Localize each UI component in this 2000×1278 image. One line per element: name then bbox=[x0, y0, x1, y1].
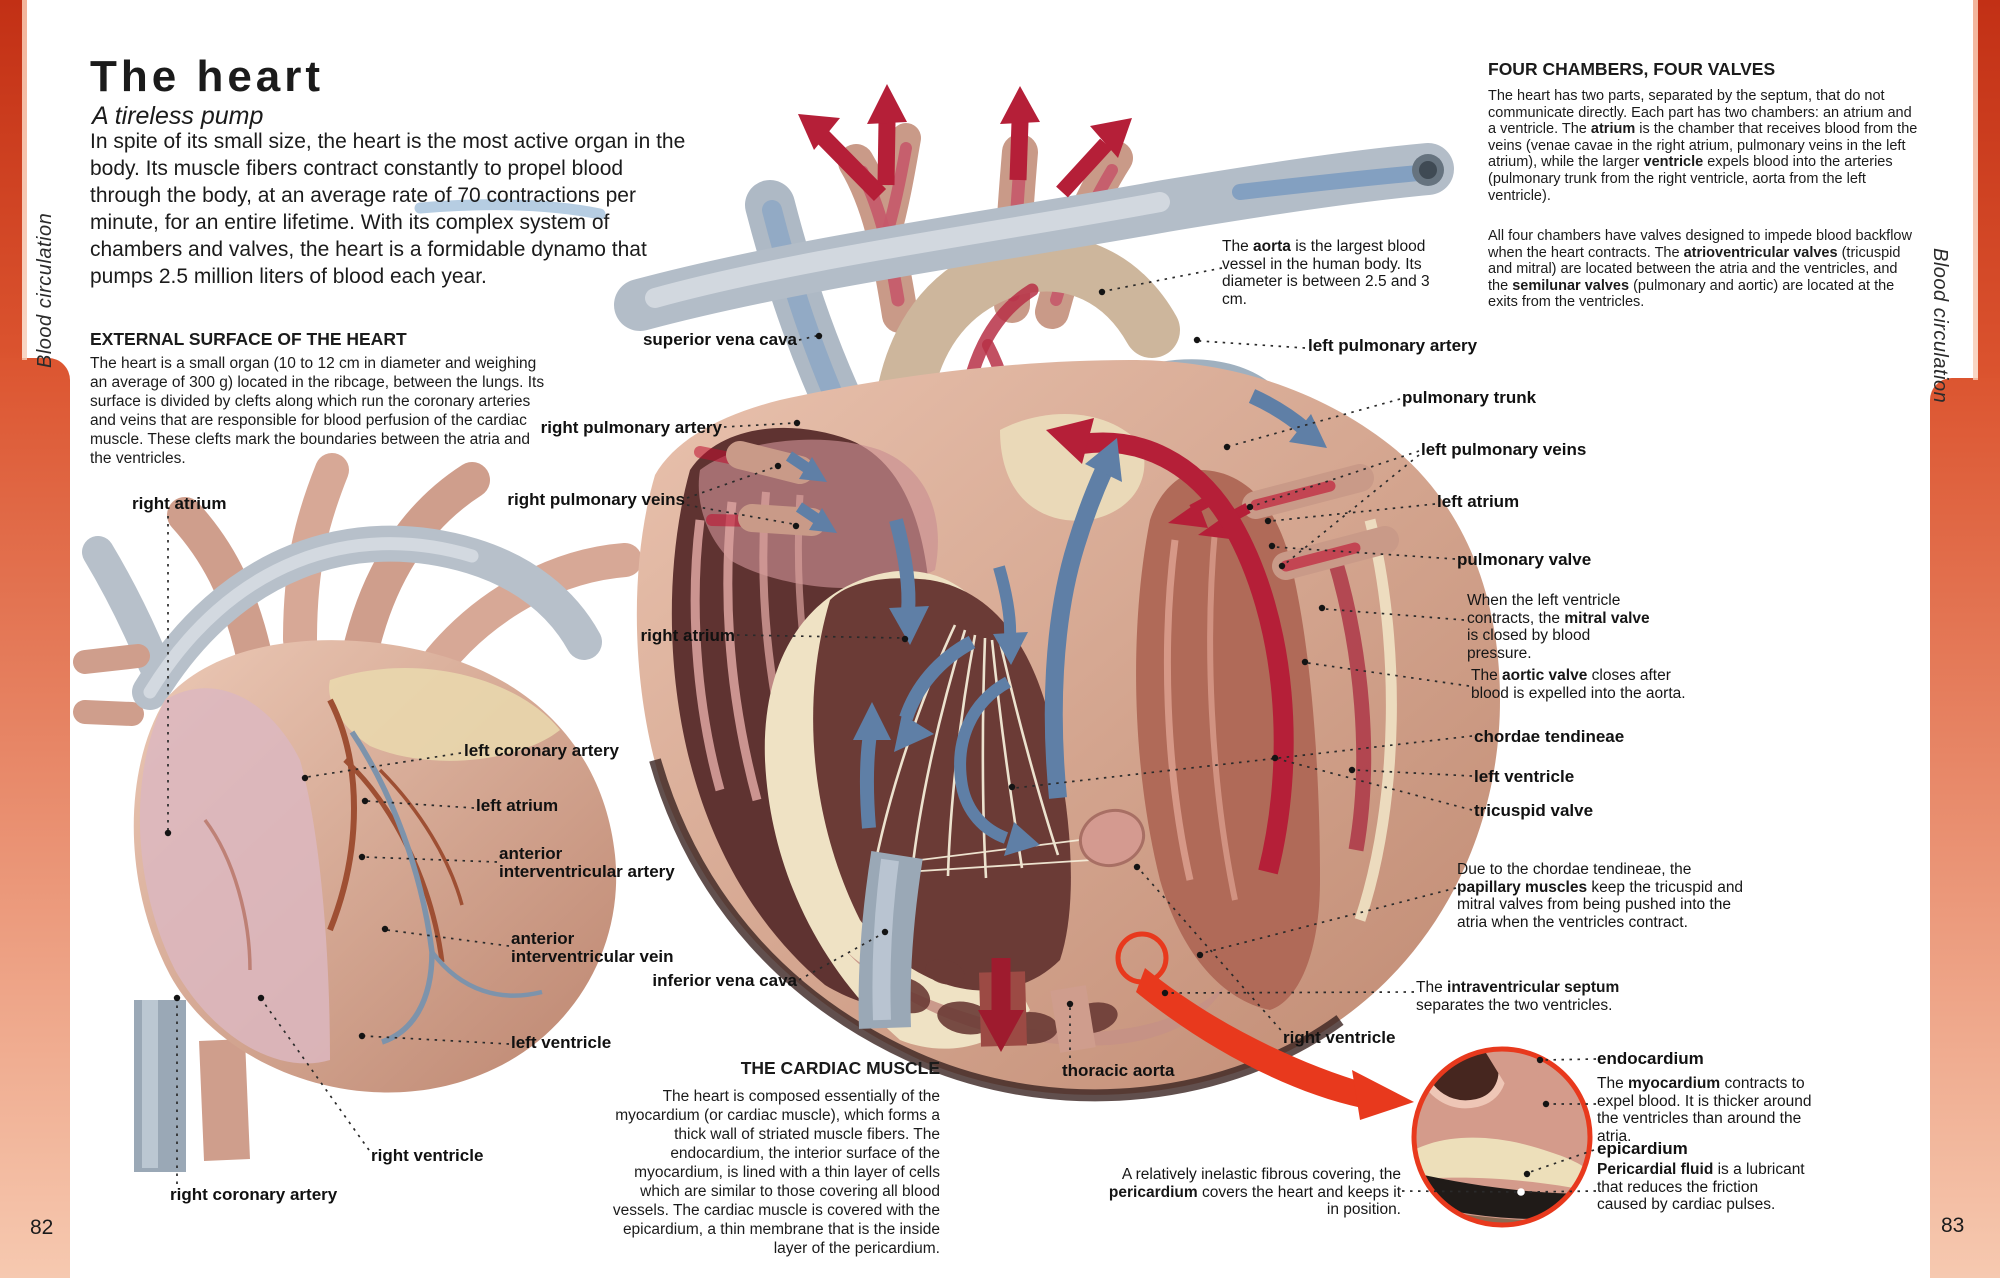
leader-lines bbox=[167, 267, 1597, 1193]
label-pulmonary-trunk: pulmonary trunk bbox=[1402, 388, 1537, 407]
label-thoracic-aorta: thoracic aorta bbox=[1062, 1061, 1175, 1080]
label-left-coronary-artery: left coronary artery bbox=[464, 741, 619, 760]
section-body-four-chambers-1: The heart has two parts, separated by th… bbox=[1488, 88, 1918, 204]
label-right-pulmonary-artery: right pulmonary artery bbox=[540, 418, 722, 437]
section-body-external-surface: The heart is a small organ (10 to 12 cm … bbox=[90, 355, 545, 467]
left-heart-illustration bbox=[73, 453, 642, 1172]
label-left-pulmonary-veins: left pulmonary veins bbox=[1421, 440, 1587, 459]
page-number-right: 83 bbox=[1941, 1214, 1965, 1237]
label-left-ventricle: left ventricle bbox=[1474, 767, 1575, 786]
callout-aortic-valve: The aortic valve closes after blood is e… bbox=[1471, 667, 1686, 702]
blood-flow-arrows-blue bbox=[785, 389, 1327, 856]
right-edge-band bbox=[1978, 0, 2000, 392]
page-subtitle: A tireless pump bbox=[92, 102, 264, 130]
label-right-coronary-artery: right coronary artery bbox=[170, 1185, 338, 1204]
leader-dots bbox=[164, 288, 1550, 1196]
callout-myocardium: The myocardium contracts to expel blood.… bbox=[1597, 1075, 1812, 1145]
left-edge-band-wide bbox=[0, 358, 70, 1278]
left-edge-highlight bbox=[22, 0, 27, 360]
label-chordae-tendineae: chordae tendineae bbox=[1474, 727, 1625, 746]
label-epicardium: epicardium bbox=[1597, 1139, 1688, 1158]
label-endocardium: endocardium bbox=[1597, 1049, 1704, 1068]
label-right-atrium-external: right atrium bbox=[132, 494, 227, 513]
label-superior-vena-cava: superior vena cava bbox=[642, 330, 797, 349]
right-edge-highlight bbox=[1973, 0, 1978, 380]
right-edge-band-wide bbox=[1930, 378, 2000, 1278]
blood-flow-arrows-red bbox=[798, 84, 1294, 1052]
callout-intraventricular-septum: The intraventricular septum separates th… bbox=[1416, 979, 1620, 1014]
callout-pericardium: A relatively inelastic fibrous covering,… bbox=[1108, 1166, 1401, 1219]
intro-paragraph: In spite of its small size, the heart is… bbox=[90, 130, 686, 288]
section-body-four-chambers-2: All four chambers have valves designed t… bbox=[1488, 228, 1912, 311]
label-left-ventricle-external: left ventricle bbox=[511, 1033, 612, 1052]
chapter-tab-right: Blood circulation bbox=[1929, 248, 1951, 404]
callout-pericardial-fluid: Pericardial fluid is a lubricant that re… bbox=[1597, 1161, 1805, 1214]
label-right-pulmonary-veins: right pulmonary veins bbox=[507, 490, 685, 509]
section-body-cardiac-muscle: The heart is composed essentially of the… bbox=[612, 1088, 940, 1257]
label-pulmonary-valve: pulmonary valve bbox=[1457, 550, 1592, 569]
label-right-ventricle-external: right ventricle bbox=[371, 1146, 484, 1165]
label-anterior-interventricular-vein: anterior interventricular vein bbox=[511, 929, 674, 966]
label-left-atrium: left atrium bbox=[1437, 492, 1520, 511]
section-heading-cardiac-muscle: THE CARDIAC MUSCLE bbox=[740, 1058, 940, 1078]
label-left-pulmonary-artery: left pulmonary artery bbox=[1308, 336, 1478, 355]
page-number-left: 82 bbox=[30, 1216, 54, 1239]
label-inferior-vena-cava: inferior vena cava bbox=[652, 971, 797, 990]
label-anterior-interventricular-artery: anterior interventricular artery bbox=[499, 844, 675, 881]
page-title: The heart bbox=[90, 52, 325, 101]
label-left-atrium-external: left atrium bbox=[476, 796, 559, 815]
callout-papillary-muscles: Due to the chordae tendineae, the papill… bbox=[1457, 861, 1744, 931]
label-tricuspid-valve: tricuspid valve bbox=[1474, 801, 1594, 820]
magnifier-inset bbox=[1115, 931, 1593, 1228]
chapter-tab-left: Blood circulation bbox=[34, 212, 56, 368]
label-right-ventricle: right ventricle bbox=[1283, 1028, 1396, 1047]
callout-mitral-valve: When the left ventricle contracts, the m… bbox=[1467, 592, 1650, 662]
callout-aorta: The aorta is the largest blood vessel in… bbox=[1222, 238, 1430, 308]
label-right-atrium: right atrium bbox=[640, 626, 735, 645]
section-heading-external-surface: EXTERNAL SURFACE OF THE HEART bbox=[90, 329, 407, 349]
left-edge-band bbox=[0, 0, 22, 372]
section-heading-four-chambers: FOUR CHAMBERS, FOUR VALVES bbox=[1488, 59, 1776, 79]
